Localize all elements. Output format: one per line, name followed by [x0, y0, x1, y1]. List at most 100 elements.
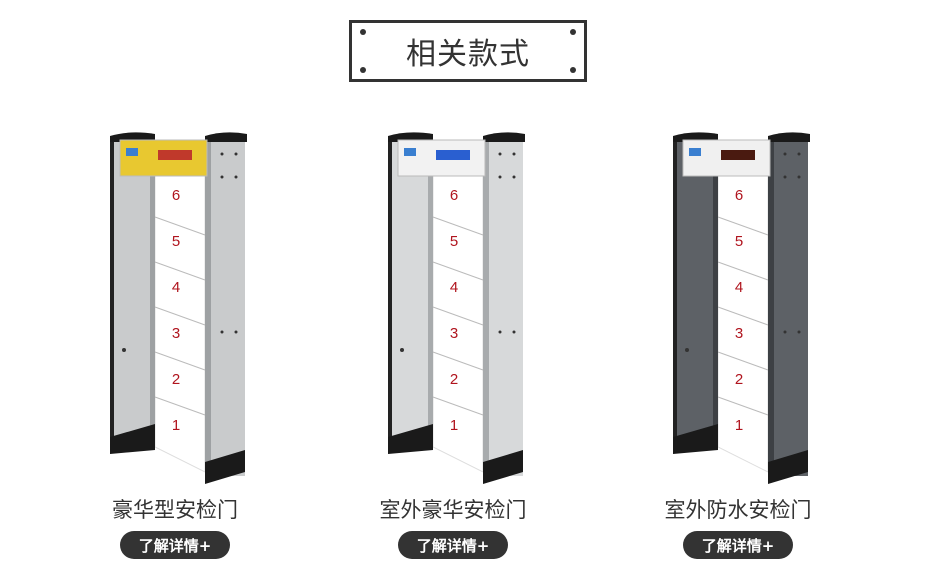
right-pillar [768, 138, 808, 476]
left-pillar-outline [388, 138, 392, 450]
right-pillar [205, 138, 245, 476]
zone-divider [432, 216, 484, 236]
zone-divider [154, 396, 206, 416]
zone-label: 1 [735, 417, 743, 434]
right-pillar-cap [768, 132, 810, 142]
zone-label: 1 [172, 417, 180, 434]
zone-label: 1 [450, 417, 458, 434]
zone-label: 4 [172, 279, 180, 296]
zone-label: 4 [735, 279, 743, 296]
product-name[interactable]: 室外防水安检门 [664, 498, 812, 522]
zone-divider [154, 216, 206, 236]
zone-divider [154, 261, 206, 281]
zone-label: 5 [450, 233, 458, 250]
gate: 6 5 4 3 2 1 [388, 132, 525, 484]
zone-label: 2 [450, 371, 458, 388]
pillar-rivet [234, 175, 238, 179]
gate: 6 5 4 3 2 1 [673, 132, 810, 484]
product-name[interactable]: 室外豪华安检门 [379, 498, 527, 522]
zone-label: 6 [172, 187, 180, 204]
zone-label: 6 [450, 187, 458, 204]
display-screen [436, 150, 470, 160]
logo-icon [689, 148, 701, 156]
pillar-rivet [783, 152, 787, 156]
details-button[interactable]: 了解详情+ [398, 531, 508, 559]
decor-dot [570, 29, 576, 35]
pillar-rivet [220, 152, 224, 156]
zone-divider [432, 351, 484, 371]
pillar-rivet [498, 175, 502, 179]
zone-label: 2 [172, 371, 180, 388]
zone-label: 3 [450, 325, 458, 342]
pillar-rivet [783, 175, 787, 179]
right-pillar-cap [483, 132, 525, 142]
section-title: 相关款式 [406, 37, 530, 72]
zone-divider [717, 351, 769, 371]
details-button[interactable]: 了解详情+ [683, 531, 793, 559]
left-pillar-base [110, 424, 155, 454]
zone-divider [717, 306, 769, 326]
left-pillar-base [388, 424, 433, 454]
left-pillar-outline [110, 138, 114, 450]
product-card[interactable]: 6 5 4 3 2 1 室外豪华安检门 了解详情+ [343, 120, 563, 580]
pillar-hole [400, 348, 404, 352]
zone-divider [432, 306, 484, 326]
zone-label: 2 [735, 371, 743, 388]
pillar-hole [685, 348, 689, 352]
zone-divider [154, 351, 206, 371]
zone-divider [432, 261, 484, 281]
zone-label: 5 [735, 233, 743, 250]
pillar-rivet [220, 175, 224, 179]
right-pillar-base [205, 450, 245, 484]
zone-divider [717, 261, 769, 281]
pillar-rivet [512, 152, 516, 156]
right-pillar-base [768, 450, 808, 484]
zone-divider [717, 396, 769, 416]
zone-label: 3 [172, 325, 180, 342]
pillar-rivet [512, 175, 516, 179]
left-pillar-outline [673, 138, 677, 450]
left-pillar-base [673, 424, 718, 454]
zone-label: 4 [450, 279, 458, 296]
pillar-rivet [498, 330, 502, 334]
logo-icon [404, 148, 416, 156]
pillar-rivet [220, 330, 224, 334]
pillar-rivet [234, 152, 238, 156]
left-pillar-edge [150, 138, 155, 450]
pillar-rivet [797, 152, 801, 156]
pillar-rivet [234, 330, 238, 334]
right-pillar-edge [205, 138, 211, 476]
section-title-box: 相关款式 [349, 20, 587, 82]
left-pillar-edge [713, 138, 718, 450]
right-pillar-base [483, 450, 523, 484]
right-pillar-cap [205, 132, 247, 142]
left-pillar [388, 138, 433, 450]
decor-dot [360, 29, 366, 35]
left-pillar [673, 138, 718, 450]
gate-image: 6 5 4 3 2 1 [673, 132, 810, 484]
left-pillar-edge [428, 138, 433, 450]
zone-label: 3 [735, 325, 743, 342]
pillar-hole [122, 348, 126, 352]
right-pillar-edge [483, 138, 489, 476]
pillar-rivet [797, 330, 801, 334]
decor-dot [360, 67, 366, 73]
pillar-rivet [512, 330, 516, 334]
display-screen [721, 150, 755, 160]
display-screen [158, 150, 192, 160]
zone-label: 6 [735, 187, 743, 204]
details-button[interactable]: 了解详情+ [120, 531, 230, 559]
right-pillar-edge [768, 138, 774, 476]
pillar-rivet [498, 152, 502, 156]
zone-divider [717, 216, 769, 236]
pillar-rivet [783, 330, 787, 334]
zone-divider [154, 306, 206, 326]
product-card[interactable]: 6 5 4 3 2 1 室外防水安检门 了解详情+ [628, 120, 848, 580]
product-name[interactable]: 豪华型安检门 [112, 498, 238, 522]
gate-image: 6 5 4 3 2 1 [388, 132, 525, 484]
pillar-rivet [797, 175, 801, 179]
zone-divider [432, 396, 484, 416]
